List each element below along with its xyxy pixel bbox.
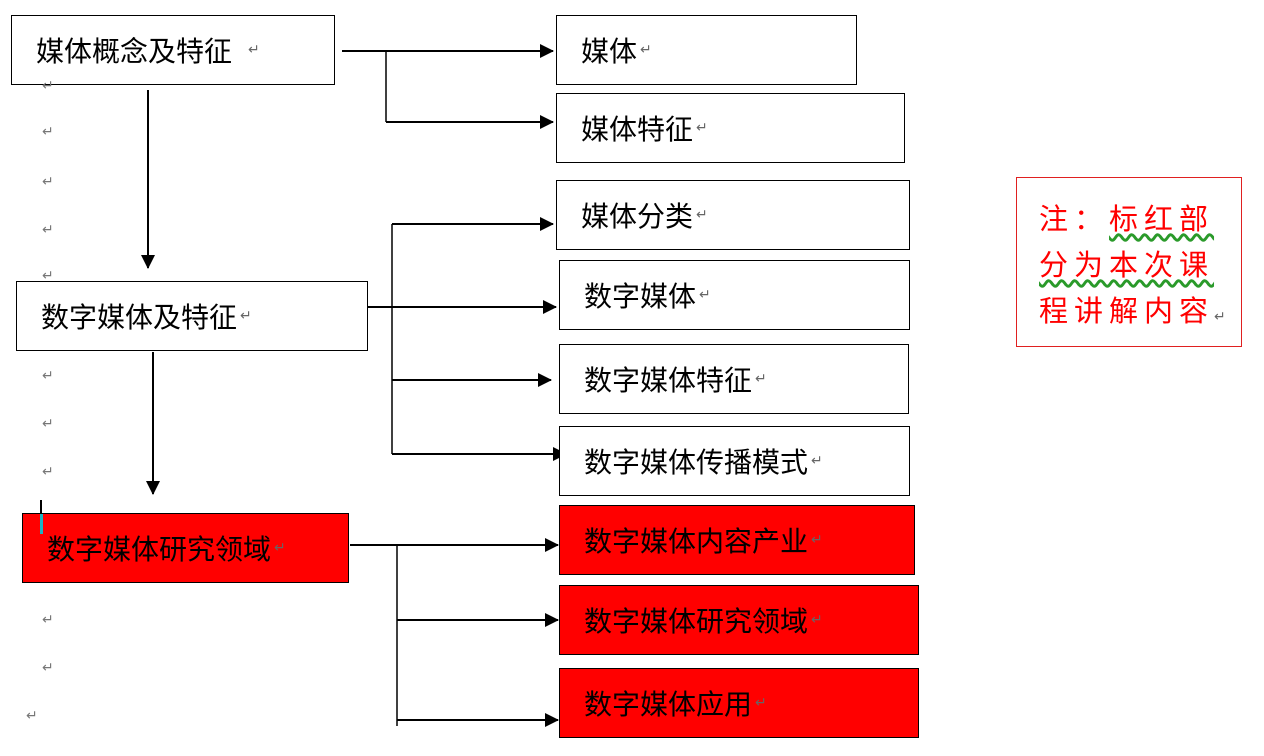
note-box: 注：标红部 分为本次课 程讲解内容↵ xyxy=(1016,177,1242,347)
paragraph-mark: ↵ xyxy=(811,532,823,548)
note-line-2-text: 分为本次课 xyxy=(1039,248,1215,282)
node-label: 媒体分类 xyxy=(581,200,694,233)
node-label: 数字媒体 xyxy=(584,280,697,313)
paragraph-mark: ↵ xyxy=(42,222,54,238)
paragraph-mark: ↵ xyxy=(696,120,708,136)
paragraph-mark: ↵ xyxy=(42,78,54,94)
paragraph-mark: ↵ xyxy=(640,42,652,58)
node-media-category: 媒体分类↵ xyxy=(556,180,910,250)
node-label: 媒体 xyxy=(581,35,638,68)
note-wavy-text: 标红部 xyxy=(1109,202,1215,236)
node-research-field: 数字媒体研究领域↵ xyxy=(22,513,349,583)
paragraph-mark: ↵ xyxy=(42,464,54,480)
paragraph-mark: ↵ xyxy=(811,453,823,469)
node-label: 数字媒体应用 xyxy=(584,688,753,721)
paragraph-mark: ↵ xyxy=(26,708,38,724)
paragraph-mark: ↵ xyxy=(274,540,286,556)
text-cursor-highlight xyxy=(40,514,43,534)
node-label: 数字媒体及特征 xyxy=(41,301,238,334)
node-label: 数字媒体传播模式 xyxy=(584,446,809,479)
paragraph-mark: ↵ xyxy=(42,268,54,284)
paragraph-mark: ↵ xyxy=(699,287,711,303)
note-line-2: 分为本次课 xyxy=(1039,242,1227,288)
node-media: 媒体↵ xyxy=(556,15,857,85)
paragraph-mark: ↵ xyxy=(42,416,54,432)
node-label: 数字媒体特征 xyxy=(584,364,753,397)
node-dm-feature: 数字媒体特征↵ xyxy=(559,344,909,414)
node-digital-media-features: 数字媒体及特征↵ xyxy=(16,281,368,351)
node-label: 数字媒体研究领域 xyxy=(584,605,809,638)
paragraph-mark: ↵ xyxy=(696,207,708,223)
node-media-concept: 媒体概念及特征 ↵ xyxy=(11,15,335,85)
node-label: 数字媒体研究领域 xyxy=(47,533,272,566)
node-dm-research-field: 数字媒体研究领域↵ xyxy=(559,585,919,655)
paragraph-mark: ↵ xyxy=(42,612,54,628)
paragraph-mark: ↵ xyxy=(42,368,54,384)
paragraph-mark: ↵ xyxy=(1214,309,1226,325)
note-line-1: 注：标红部 xyxy=(1039,196,1227,242)
node-label: 数字媒体内容产业 xyxy=(584,525,809,558)
paragraph-mark: ↵ xyxy=(248,42,260,58)
node-digital-media: 数字媒体↵ xyxy=(559,260,910,330)
node-label: 媒体概念及特征 xyxy=(36,35,233,68)
node-media-feature: 媒体特征↵ xyxy=(556,93,905,163)
note-line-3-text: 程讲解内容 xyxy=(1039,294,1215,328)
note-prefix: 注： xyxy=(1039,202,1110,236)
paragraph-mark: ↵ xyxy=(811,612,823,628)
node-label: 媒体特征 xyxy=(581,113,694,146)
paragraph-mark: ↵ xyxy=(42,660,54,676)
note-line-3: 程讲解内容↵ xyxy=(1039,288,1227,340)
paragraph-mark: ↵ xyxy=(240,308,252,324)
paragraph-mark: ↵ xyxy=(42,174,54,190)
node-dm-mode: 数字媒体传播模式↵ xyxy=(559,426,910,496)
paragraph-mark: ↵ xyxy=(755,371,767,387)
node-dm-content-industry: 数字媒体内容产业↵ xyxy=(559,505,915,575)
paragraph-mark: ↵ xyxy=(755,695,767,711)
paragraph-mark: ↵ xyxy=(42,124,54,140)
node-dm-application: 数字媒体应用↵ xyxy=(559,668,919,738)
